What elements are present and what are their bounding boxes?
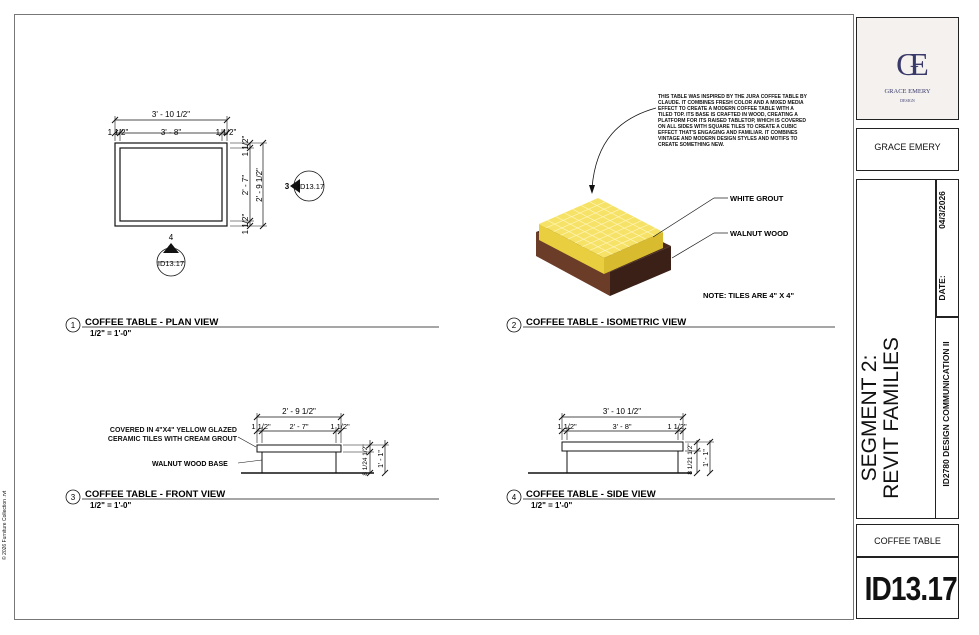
plan-view <box>111 116 325 277</box>
course-name: ID2780 DESIGN COMMUNICATION II <box>941 341 951 487</box>
side-dim-mid: 3' - 8" <box>612 422 631 431</box>
sheet-number: ID13.17 <box>864 570 958 607</box>
sheet-title-box: COFFEE TABLE <box>856 524 959 557</box>
view-1-scale: 1/2" = 1'-0" <box>90 329 131 338</box>
side-dim-right: 1 1/2" <box>667 422 687 431</box>
plan-dim-left: 1 1/2" <box>108 128 129 137</box>
view-4-number: 4 <box>512 493 517 502</box>
front-dim-height-top: 8 1/24 1/2" <box>362 444 369 476</box>
logo-name: GRACE EMERY <box>884 88 931 95</box>
designer-box: GRACE EMERY <box>856 128 959 171</box>
front-dim-height: 1' - 1" <box>378 450 385 468</box>
plan-inner-outline <box>119 147 223 222</box>
callout-right-ref[interactable]: ID13.17 <box>298 182 324 191</box>
logo-monogram: GE <box>896 46 929 82</box>
view-3-title: COFFEE TABLE - FRONT VIEW <box>85 489 225 500</box>
plan-dim-right: 1 1/2" <box>216 128 237 137</box>
callout-arrow-icon <box>290 179 300 193</box>
tile-grid <box>546 201 656 255</box>
callout-bottom-number: 4 <box>169 233 174 242</box>
callout-arrow-icon <box>163 243 179 253</box>
front-view <box>237 413 389 477</box>
copyright-text: © 2026 Furniture Collection .rvt <box>2 490 8 560</box>
iso-label-grout: WHITE GROUT <box>730 194 784 203</box>
project-info-box: 04/3/2026 DATE: ID2780 DESIGN COMMUNICAT… <box>856 179 959 519</box>
side-dim-left: 1 1/2" <box>557 422 577 431</box>
drawing-canvas: 3' - 10 1/2" 1 1/2" 3' - 8" 1 1/2" 1 1/2… <box>65 94 835 510</box>
iso-description-wrapper: THIS TABLE WAS INSPIRED BY THE JURA COFF… <box>658 94 807 148</box>
segment-line1: SEGMENT 2: <box>858 354 881 482</box>
plan-dim-mid-v: 2' - 7" <box>241 175 250 196</box>
side-dim-height-top: 8 1/21 1/2" <box>687 443 694 475</box>
drawing-sheet <box>14 14 854 620</box>
plan-dim-top-v: 1 1/2" <box>241 136 250 157</box>
view-4-title-block: 4 COFFEE TABLE - SIDE VIEW 1/2" = 1'-0" <box>506 489 835 510</box>
front-dim-overall: 2' - 9 1/2" <box>282 407 316 416</box>
logo-sub: DESIGN <box>900 98 915 103</box>
plan-dim-bot-v: 1 1/2" <box>241 214 250 235</box>
front-label-tiles-wrapper: COVERED IN 4"X4" YELLOW GLAZED CERAMIC T… <box>107 427 237 443</box>
logo-box: GE GRACE EMERY DESIGN <box>856 17 959 120</box>
view-3-title-block: 3 COFFEE TABLE - FRONT VIEW 1/2" = 1'-0" <box>65 489 439 510</box>
front-label-base: WALNUT WOOD BASE <box>152 461 228 468</box>
side-view <box>528 413 714 477</box>
front-dim-left: 1 1/2" <box>251 422 271 431</box>
callout-right-number: 3 <box>285 182 290 191</box>
front-label-tiles: COVERED IN 4"X4" YELLOW GLAZED CERAMIC T… <box>107 427 237 443</box>
date-value: 04/3/2026 <box>937 191 947 229</box>
view-2-title: COFFEE TABLE - ISOMETRIC VIEW <box>526 317 686 328</box>
sheet-title: COFFEE TABLE <box>874 536 941 546</box>
view-2-number: 2 <box>512 321 517 330</box>
plan-dim-mid: 3' - 8" <box>161 128 182 137</box>
front-dim-mid: 2' - 7" <box>289 422 308 431</box>
plan-dim-overall-w: 3' - 10 1/2" <box>152 110 190 119</box>
iso-label-wood: WALNUT WOOD <box>730 229 789 238</box>
view-3-number: 3 <box>71 493 76 502</box>
front-dim-right: 1 1/2" <box>330 422 350 431</box>
iso-description: THIS TABLE WAS INSPIRED BY THE JURA COFF… <box>658 94 807 148</box>
view-4-scale: 1/2" = 1'-0" <box>531 501 572 510</box>
plan-outer-outline <box>114 142 228 227</box>
iso-view <box>536 107 728 296</box>
plan-dim-overall-v: 2' - 9 1/2" <box>255 168 264 202</box>
view-1-title-block: 1 COFFEE TABLE - PLAN VIEW 1/2" = 1'-0" <box>65 317 439 338</box>
view-1-number: 1 <box>71 321 76 330</box>
designer-name: GRACE EMERY <box>874 142 941 152</box>
view-3-scale: 1/2" = 1'-0" <box>90 501 131 510</box>
side-dim-height: 1' - 1" <box>703 449 710 467</box>
iso-note: NOTE: TILES ARE 4" X 4" <box>703 291 794 300</box>
date-label: DATE: <box>937 275 947 301</box>
segment-line2: REVIT FAMILIES <box>880 337 903 499</box>
callout-bottom-ref[interactable]: ID13.17 <box>158 259 184 268</box>
view-1-title: COFFEE TABLE - PLAN VIEW <box>85 317 218 328</box>
sheet-number-box: ID13.17 <box>856 557 959 619</box>
view-2-title-block: 2 COFFEE TABLE - ISOMETRIC VIEW <box>506 317 835 333</box>
leader-arrow-icon <box>589 185 595 194</box>
view-4-title: COFFEE TABLE - SIDE VIEW <box>526 489 656 500</box>
side-dim-overall: 3' - 10 1/2" <box>603 407 641 416</box>
